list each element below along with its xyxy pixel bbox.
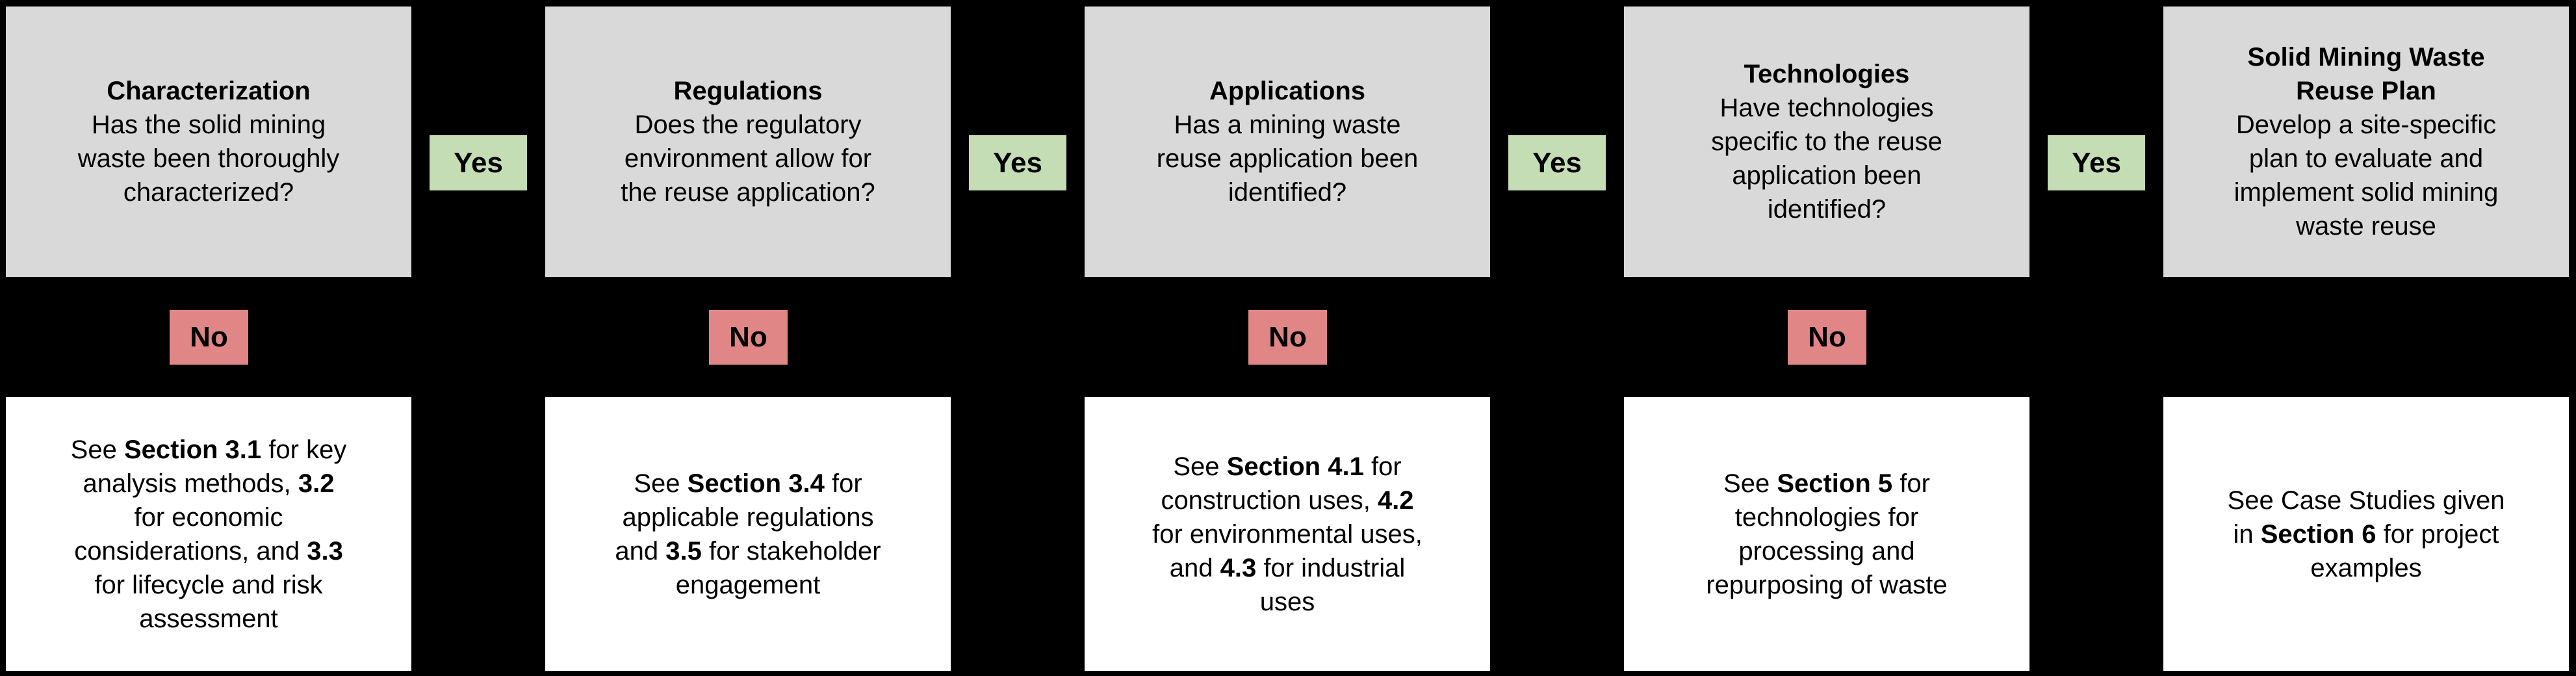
step-box-technologies: Technologies Have technologies specific … xyxy=(1624,6,2029,277)
reference-text-characterization: See Section 3.1 for key analysis methods… xyxy=(70,435,347,633)
step-description-reuse-plan: Develop a site-specific plan to evaluate… xyxy=(2234,110,2499,240)
step-question-technologies: Have technologies specific to the reuse … xyxy=(1711,94,1942,224)
reference-text-regulations: See Section 3.4 for applicable regulatio… xyxy=(615,469,881,599)
step-box-regulations: Regulations Does the regulatory environm… xyxy=(545,6,951,277)
step-box-applications: Applications Has a mining waste reuse ap… xyxy=(1085,6,1490,277)
step-question-applications: Has a mining waste reuse application bee… xyxy=(1156,110,1419,207)
no-badge-3: No xyxy=(1248,310,1327,365)
no-badge-4: No xyxy=(1788,310,1866,365)
reference-box-characterization: See Section 3.1 for key analysis methods… xyxy=(6,397,411,671)
step-title-regulations: Regulations xyxy=(673,77,823,105)
reference-box-case-studies: See Case Studies given in Section 6 for … xyxy=(2163,397,2569,671)
reference-box-technologies: See Section 5 for technologies for proce… xyxy=(1624,397,2029,671)
no-badge-1: No xyxy=(170,310,248,365)
yes-badge-1: Yes xyxy=(430,135,527,190)
reference-text-technologies: See Section 5 for technologies for proce… xyxy=(1706,469,1948,599)
reference-box-applications: See Section 4.1 for construction uses, 4… xyxy=(1085,397,1490,671)
yes-badge-3: Yes xyxy=(1508,135,1606,190)
reference-text-case-studies: See Case Studies given in Section 6 for … xyxy=(2227,486,2505,582)
step-question-characterization: Has the solid mining waste been thorough… xyxy=(77,110,340,207)
step-title-applications: Applications xyxy=(1209,77,1366,105)
step-title-characterization: Characterization xyxy=(107,77,311,105)
step-title-technologies: Technologies xyxy=(1744,60,1910,88)
no-badge-2: No xyxy=(709,310,788,365)
step-title-reuse-plan: Solid Mining Waste Reuse Plan xyxy=(2247,43,2485,105)
reference-box-regulations: See Section 3.4 for applicable regulatio… xyxy=(545,397,951,671)
step-box-characterization: Characterization Has the solid mining wa… xyxy=(6,6,411,277)
step-question-regulations: Does the regulatory environment allow fo… xyxy=(621,110,875,207)
reference-text-applications: See Section 4.1 for construction uses, 4… xyxy=(1152,452,1423,616)
yes-badge-2: Yes xyxy=(969,135,1066,190)
step-box-reuse-plan: Solid Mining Waste Reuse Plan Develop a … xyxy=(2163,6,2569,277)
yes-badge-4: Yes xyxy=(2048,135,2145,190)
